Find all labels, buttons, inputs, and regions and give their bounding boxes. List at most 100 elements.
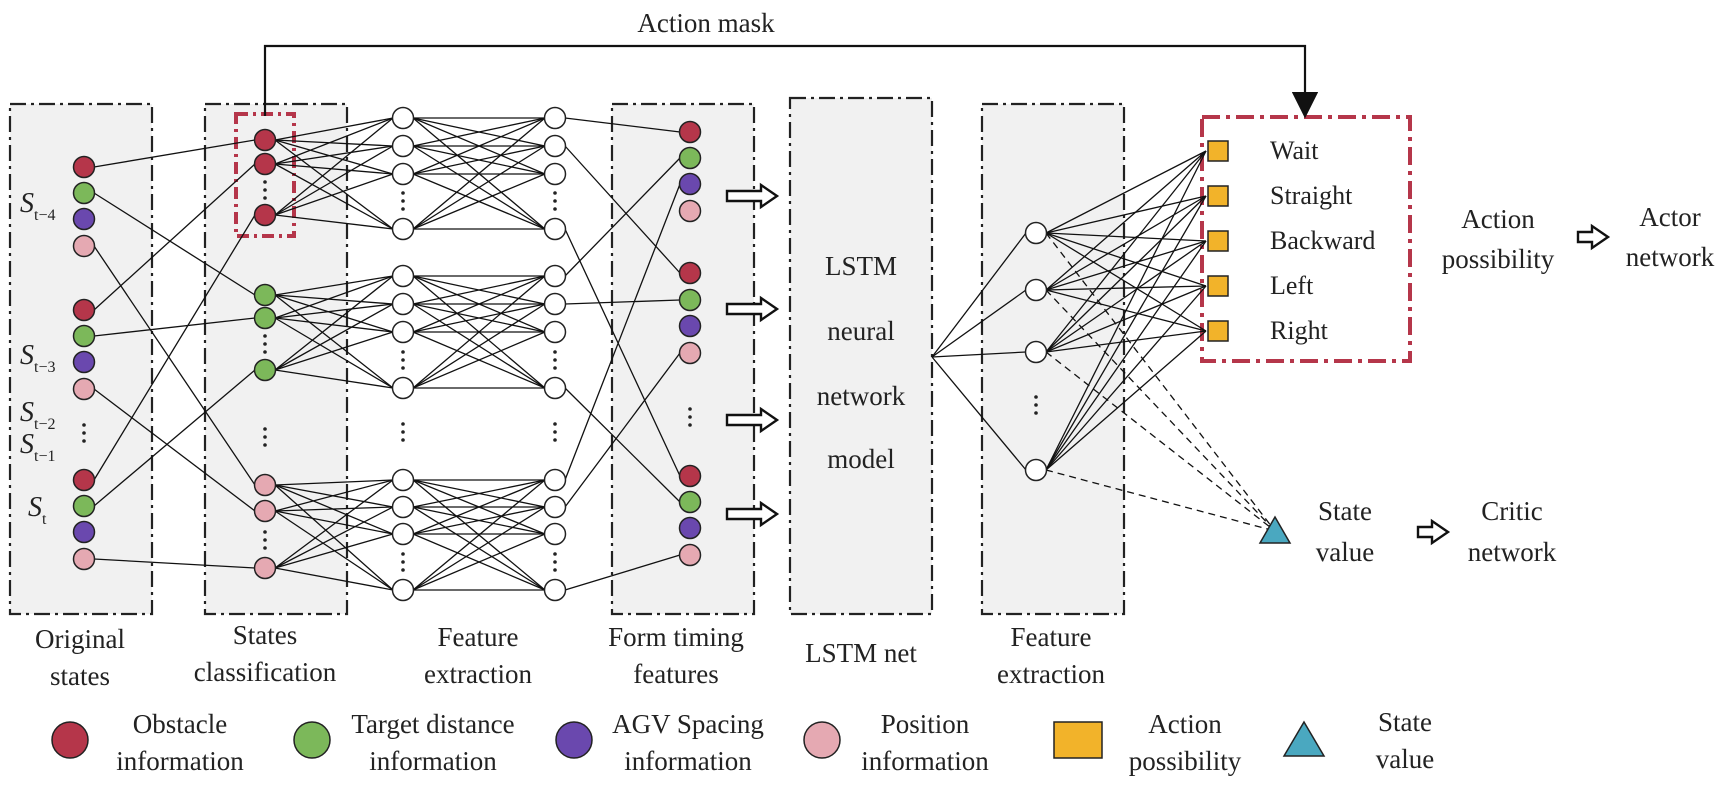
- ellipsis-dot: [401, 438, 405, 442]
- actor-network-2: network: [1626, 242, 1715, 272]
- ellipsis-dot: [553, 560, 557, 564]
- timing-feature-node: [678, 199, 702, 223]
- original-state-node: [72, 494, 96, 518]
- label-states-classification-2: classification: [194, 657, 337, 687]
- connection-line: [93, 214, 256, 481]
- hidden-node: [391, 495, 415, 519]
- original-state-node: [72, 207, 96, 231]
- legend-position-2: information: [861, 746, 989, 776]
- connection-line: [412, 275, 546, 305]
- connection-line: [1045, 150, 1207, 234]
- hidden-node: [391, 292, 415, 316]
- timing-feature-node: [678, 490, 702, 514]
- connection-line: [274, 294, 394, 333]
- lstm-input-arrow-2: [725, 295, 780, 323]
- lstm-input-arrow-4: [725, 500, 780, 528]
- hidden-node: [391, 134, 415, 158]
- original-state-node: [72, 350, 96, 374]
- panels: [8, 96, 1126, 616]
- ellipsis-dot: [1034, 411, 1038, 415]
- hidden-node: [543, 468, 567, 492]
- connection-line: [1045, 240, 1207, 291]
- state-label-t-2: St−2: [20, 397, 55, 433]
- class-position-node: [253, 556, 277, 580]
- connection-line: [274, 303, 394, 319]
- original-state-node: [72, 377, 96, 401]
- action-label-wait: Wait: [1270, 136, 1319, 165]
- connection-line: [274, 139, 394, 230]
- class-obstacle-node: [253, 128, 277, 152]
- connection-line: [93, 245, 256, 486]
- critic-connections: [1045, 232, 1276, 532]
- connection-line: [412, 303, 546, 333]
- ellipsis-dot: [263, 196, 267, 200]
- label-form-timing-1: Form timing: [608, 622, 744, 652]
- ellipsis-dot: [82, 431, 86, 435]
- ellipsis-dot: [263, 538, 267, 542]
- label-form-timing-2: features: [633, 659, 718, 689]
- connection-line: [931, 289, 1027, 358]
- class-target-node: [253, 283, 277, 307]
- hidden-node: [543, 292, 567, 316]
- connection-line: [274, 275, 394, 319]
- connection-line: [1045, 232, 1207, 287]
- connection-line: [274, 479, 394, 569]
- original-state-node: [72, 298, 96, 322]
- connection-line: [412, 479, 546, 508]
- connection-line: [564, 145, 681, 274]
- feature-node: [1024, 340, 1048, 364]
- ellipsis-dot: [82, 439, 86, 443]
- state-labels: St−4 St−3 St−2 St−1 St: [20, 188, 55, 528]
- lstm-box-text: LSTM neural network model: [817, 251, 906, 474]
- state-label-t-1: St−1: [20, 429, 55, 465]
- ellipsis-dot: [401, 430, 405, 434]
- ellipsis-dot: [263, 188, 267, 192]
- connection-line: [274, 145, 394, 165]
- critic-network-1: Critic: [1481, 496, 1543, 526]
- label-original-states-1: Original: [35, 624, 125, 654]
- connection-line: [274, 479, 394, 486]
- connection-line: [274, 533, 394, 569]
- critic-network-2: network: [1468, 537, 1557, 567]
- hidden-node: [543, 217, 567, 241]
- original-state-node: [72, 468, 96, 492]
- connection-line: [274, 506, 394, 569]
- action-label-left: Left: [1270, 271, 1314, 300]
- connection-line: [412, 275, 546, 389]
- timing-feature-node: [678, 146, 702, 170]
- original-state-node: [72, 155, 96, 179]
- connection-line: [1045, 330, 1207, 353]
- legend-action-1: Action: [1148, 709, 1222, 739]
- legend-state-value-swatch: [1282, 720, 1326, 757]
- ellipsis-dot: [553, 366, 557, 370]
- ellipsis-dot: [263, 350, 267, 354]
- connection-line: [274, 294, 394, 305]
- connection-line: [412, 173, 546, 230]
- timing-feature-node: [678, 464, 702, 488]
- critic-output-arrow: [1416, 518, 1451, 546]
- hidden-node: [391, 320, 415, 344]
- connection-line: [1045, 195, 1207, 353]
- hidden-node: [391, 217, 415, 241]
- label-feature-extraction-1b: extraction: [424, 659, 532, 689]
- ellipsis-dot: [82, 423, 86, 427]
- ellipsis-dots: [82, 180, 1038, 572]
- connection-line: [93, 369, 256, 507]
- action-node: [1207, 140, 1229, 162]
- ellipsis-dot: [553, 358, 557, 362]
- legend-target-1: Target distance: [351, 709, 514, 739]
- legend-target-2: information: [369, 746, 497, 776]
- connection-line: [1045, 240, 1207, 353]
- ellipsis-dot: [688, 415, 692, 419]
- hidden-node: [391, 162, 415, 186]
- feature-node: [1024, 278, 1048, 302]
- ellipsis-dot: [553, 568, 557, 572]
- connection-line: [274, 303, 394, 371]
- ellipsis-dot: [263, 530, 267, 534]
- connection-line: [274, 117, 394, 141]
- ellipsis-dot: [401, 568, 405, 572]
- hidden-node: [391, 468, 415, 492]
- lstm-line-4: model: [827, 444, 895, 474]
- ellipsis-dot: [401, 358, 405, 362]
